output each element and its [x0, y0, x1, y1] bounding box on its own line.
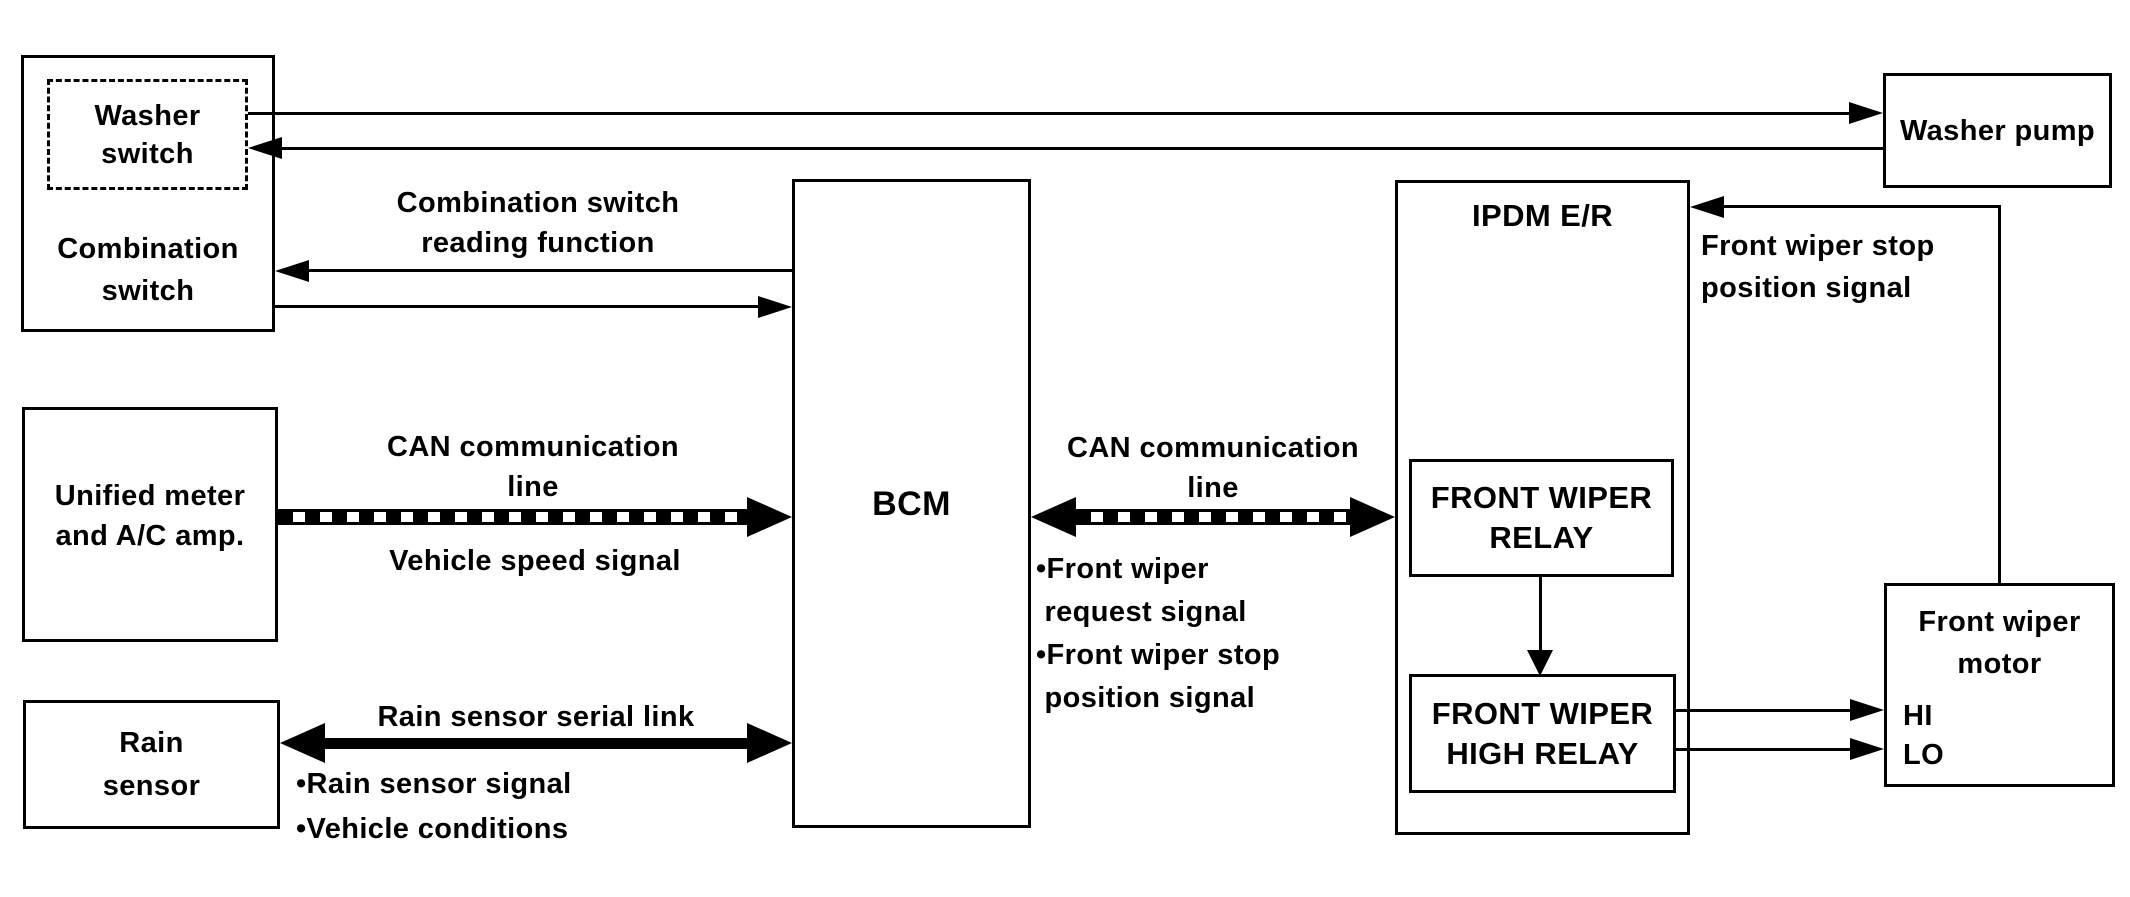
- washer-pump-arrowhead: [1849, 102, 1883, 124]
- relay-to-high-relay-line: [1539, 577, 1542, 650]
- front-wiper-high-relay-box: FRONT WIPER HIGH RELAY: [1409, 674, 1676, 793]
- front-wiper-stop-position-label: Front wiper stop position signal: [1701, 230, 1935, 304]
- rain-sensor-link-left-arrowhead: [280, 723, 325, 763]
- high-relay-to-motor-hi-line: [1674, 709, 1850, 712]
- motor-hi-arrowhead: [1850, 699, 1884, 721]
- can-line-right-bar: [1076, 509, 1350, 525]
- washer-pump-box: Washer pump: [1883, 73, 2112, 188]
- washer-switch-arrowhead: [248, 137, 282, 159]
- washer-switch-box: Washer switch: [47, 79, 248, 190]
- can-line-left-arrowhead: [747, 497, 792, 537]
- rain-sensor-serial-link-bar: [325, 738, 747, 749]
- combination-switch-reading-label: Combination switch reading function: [396, 187, 680, 259]
- high-relay-to-motor-lo-line: [1674, 748, 1850, 751]
- front-wiper-relay-box: FRONT WIPER RELAY: [1409, 459, 1674, 577]
- bcm-input-arrowhead: [758, 296, 792, 318]
- can-line-right-left-arrowhead: [1031, 497, 1076, 537]
- can-line-right-right-arrowhead: [1350, 497, 1395, 537]
- front-wiper-high-relay-label: FRONT WIPER HIGH RELAY: [1431, 695, 1654, 771]
- bcm-label: BCM: [872, 484, 951, 523]
- washer-pump-to-switch-line: [282, 147, 1883, 150]
- unified-meter-box: [22, 407, 278, 642]
- front-wiper-relay-label: FRONT WIPER RELAY: [1430, 480, 1653, 555]
- stop-position-signal-vline: [1998, 206, 2001, 583]
- can-line-left-bar: [278, 509, 747, 525]
- can-line-left-title: CAN communication line: [387, 431, 679, 503]
- can-line-right-title: CAN communication line: [1067, 432, 1359, 504]
- washer-switch-label: Washer switch: [94, 99, 201, 170]
- unified-meter-label: Unified meter and A/C amp.: [54, 480, 246, 552]
- rain-sensor-link-right-arrowhead: [747, 723, 792, 763]
- front-wiper-motor-label: Front wiper motor: [1918, 606, 2081, 680]
- stop-position-signal-hline: [1724, 205, 2001, 208]
- rain-sensor-serial-link-label: Rain sensor serial link: [377, 701, 695, 733]
- washer-pump-label: Washer pump: [1899, 114, 2096, 147]
- ipdm-stop-signal-arrowhead: [1690, 196, 1724, 218]
- rain-sensor-box: Rain sensor: [23, 700, 280, 829]
- rain-sensor-bullets: •Rain sensor signal •Vehicle conditions: [296, 768, 572, 845]
- washer-switch-to-pump-line: [248, 112, 1849, 115]
- ipdm-er-label: IPDM E/R: [1472, 198, 1613, 233]
- combination-switch-to-bcm-line: [275, 305, 758, 308]
- rain-sensor-label: Rain sensor: [102, 726, 201, 802]
- relay-to-high-relay-arrowhead: [1527, 650, 1553, 676]
- motor-lo-terminal-label: LO: [1903, 739, 1945, 771]
- bcm-to-combination-switch-line: [309, 269, 792, 272]
- motor-lo-arrowhead: [1850, 738, 1884, 760]
- front-wiper-motor-box: [1884, 583, 2115, 787]
- motor-hi-terminal-label: HI: [1903, 700, 1933, 732]
- vehicle-speed-signal-label: Vehicle speed signal: [389, 545, 681, 577]
- can-line-right-bullets: •Front wiper request signal •Front wiper…: [1036, 553, 1281, 714]
- bcm-box: BCM: [792, 179, 1031, 828]
- combination-switch-label: Combination switch: [57, 233, 239, 307]
- combination-switch-arrowhead: [275, 260, 309, 282]
